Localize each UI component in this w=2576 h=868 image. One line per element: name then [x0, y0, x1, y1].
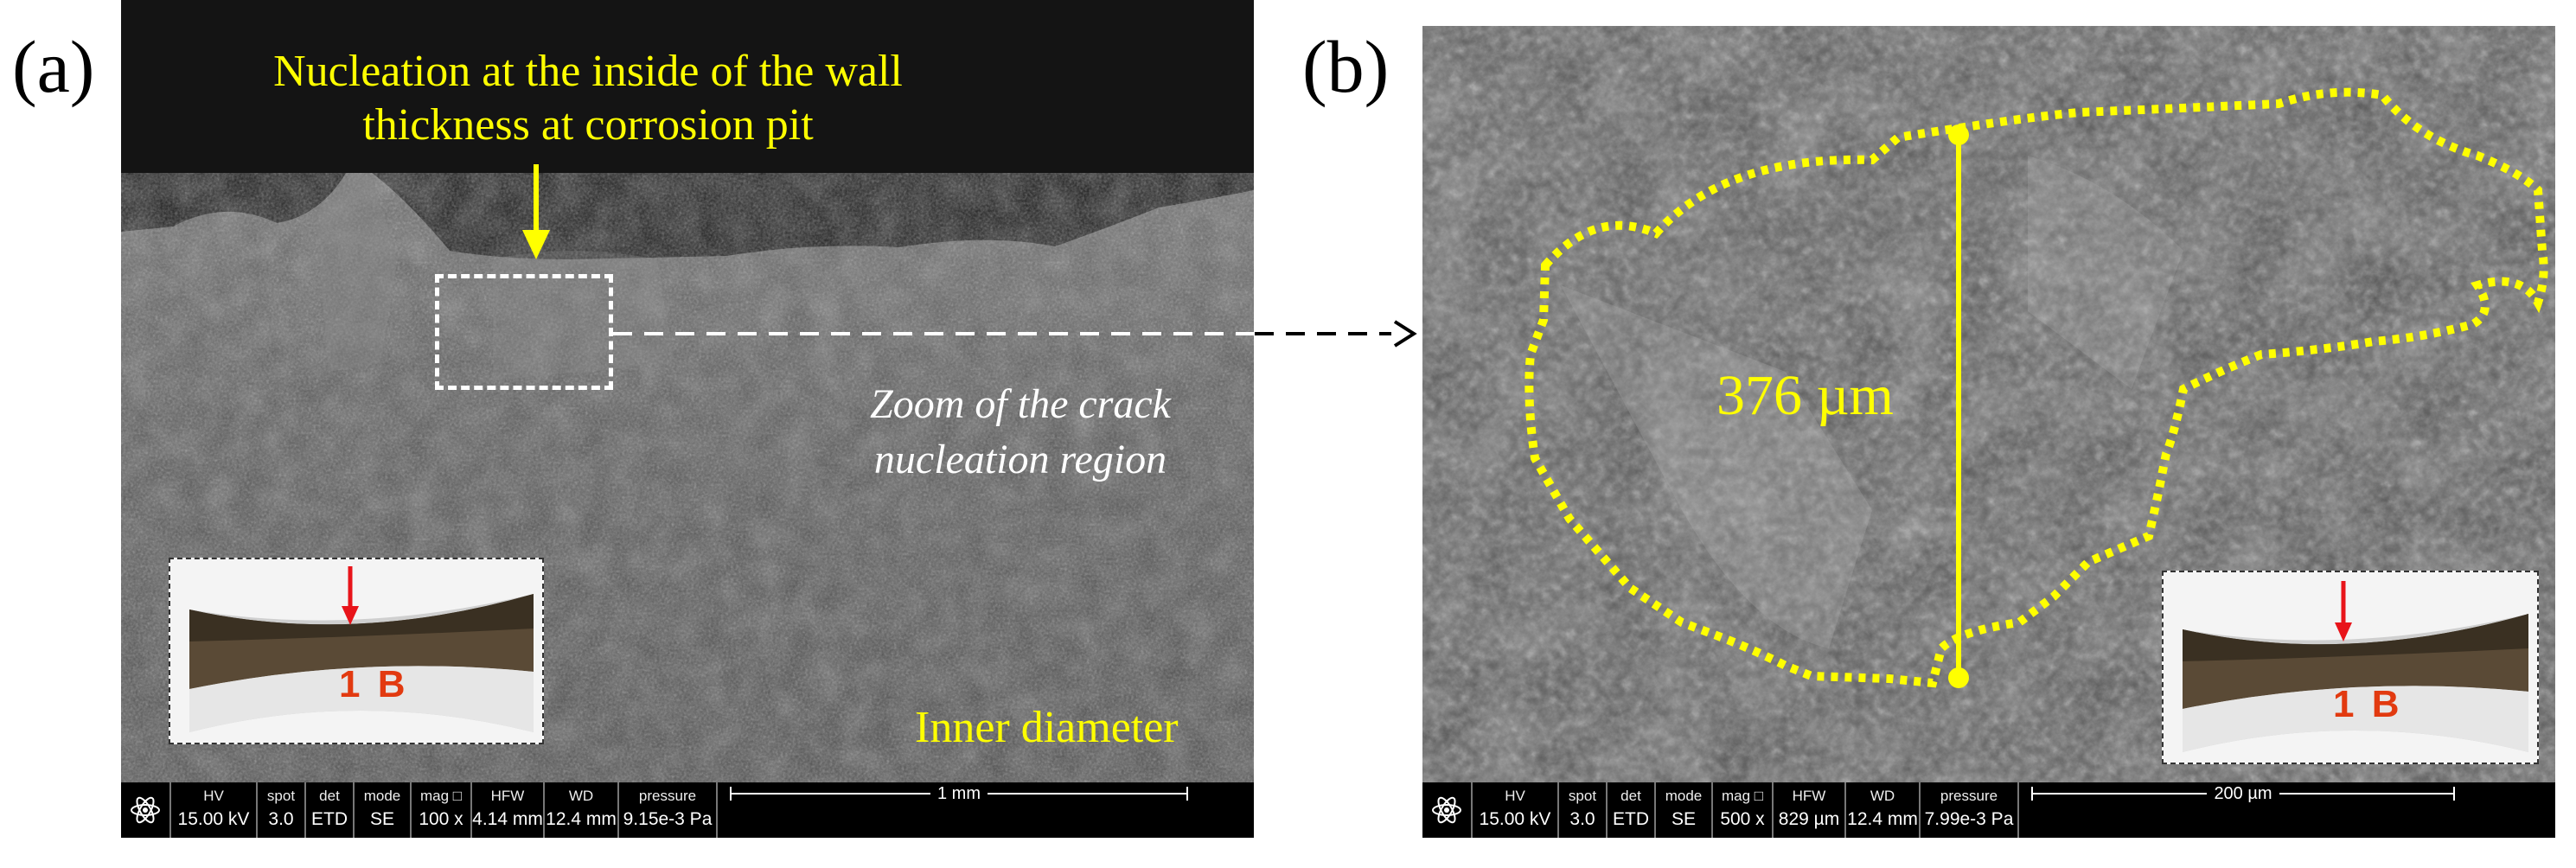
specimen-marking: 1 B — [339, 663, 409, 705]
mode-header: mode — [1665, 788, 1703, 804]
atom-icon — [1422, 782, 1471, 838]
det-cell: det ETD — [304, 782, 353, 838]
wd-header: WD — [1870, 788, 1895, 804]
wd-header: WD — [568, 788, 594, 804]
spot-value: 3.0 — [1569, 809, 1595, 829]
atom-icon — [121, 782, 169, 838]
mode-header: mode — [363, 788, 401, 804]
mag-cell: mag □ 500 x — [1711, 782, 1772, 838]
specimen-inset-photo-b: 1 B — [2162, 571, 2539, 764]
hv-header: HV — [1505, 788, 1525, 804]
hv-header: HV — [203, 788, 224, 804]
scale-label: 1 mm — [930, 784, 988, 803]
det-value: ETD — [1613, 809, 1649, 829]
spot-header: spot — [1568, 788, 1597, 804]
det-header: det — [319, 788, 340, 804]
nucleation-annotation-line2: thickness at corrosion pit — [362, 100, 814, 150]
hv-cell: HV 15.00 kV — [1471, 782, 1557, 838]
hfw-cell: HFW 4.14 mm — [470, 782, 543, 838]
pressure-header: pressure — [1940, 788, 1998, 804]
nucleation-annotation-line1: Nucleation at the inside of the wall — [273, 47, 903, 96]
measurement-line — [1948, 124, 1969, 688]
wd-cell: WD 12.4 mm — [543, 782, 617, 838]
mag-cell: mag □ 100 x — [410, 782, 470, 838]
pressure-value: 7.99e-3 Pa — [1924, 809, 2014, 829]
mode-value: SE — [1671, 809, 1696, 829]
zoom-caption: Zoom of the crack nucleation region — [804, 377, 1237, 488]
zoom-region-box — [435, 274, 613, 390]
mode-cell: mode SE — [1654, 782, 1711, 838]
hv-value: 15.00 kV — [177, 809, 250, 829]
spot-header: spot — [266, 788, 296, 804]
arrow-down-icon — [2335, 581, 2352, 641]
mag-header: mag □ — [1721, 788, 1764, 804]
det-value: ETD — [311, 809, 348, 829]
nucleation-annotation: Nucleation at the inside of the wall thi… — [259, 45, 917, 152]
wd-value: 12.4 mm — [1847, 809, 1918, 829]
hv-value: 15.00 kV — [1479, 809, 1551, 829]
sem-databar-b: HV 15.00 kV spot 3.0 det ETD mode SE mag… — [1422, 782, 2555, 838]
specimen-inset-photo-a: 1 B — [169, 558, 544, 744]
pressure-header: pressure — [638, 788, 697, 804]
hfw-header: HFW — [490, 788, 525, 804]
arrow-down-icon — [342, 566, 359, 625]
mag-value: 500 x — [1720, 809, 1765, 829]
sem-databar-a: HV 15.00 kV spot 3.0 det ETD mode SE mag… — [121, 782, 1254, 838]
arrow-down-icon — [522, 164, 550, 259]
scale-bar: 1 mm — [716, 782, 1200, 838]
panel-a-label: (a) — [12, 25, 95, 108]
mode-value: SE — [369, 809, 394, 829]
mag-header: mag □ — [419, 788, 463, 804]
mag-value: 100 x — [419, 809, 463, 829]
pressure-cell: pressure 7.99e-3 Pa — [1919, 782, 2017, 838]
inner-diameter-label: Inner diameter — [915, 703, 1179, 752]
hfw-header: HFW — [1792, 788, 1826, 804]
spot-value: 3.0 — [268, 809, 294, 829]
hfw-value: 4.14 mm — [472, 809, 543, 829]
hv-cell: HV 15.00 kV — [169, 782, 256, 838]
zoom-caption-line2: nucleation region — [873, 437, 1167, 482]
zoom-caption-line1: Zoom of the crack — [870, 381, 1171, 427]
measurement-label: 376 µm — [1716, 364, 1894, 427]
fracture-region-outline — [1525, 87, 2548, 688]
spot-cell: spot 3.0 — [256, 782, 304, 838]
panel-b-label: (b) — [1302, 25, 1390, 108]
dashed-arrow-right-icon — [613, 320, 1417, 348]
pressure-cell: pressure 9.15e-3 Pa — [617, 782, 716, 838]
pressure-value: 9.15e-3 Pa — [623, 809, 713, 829]
spot-cell: spot 3.0 — [1557, 782, 1606, 838]
mode-cell: mode SE — [353, 782, 410, 838]
hfw-cell: HFW 829 µm — [1772, 782, 1844, 838]
det-header: det — [1620, 788, 1641, 804]
specimen-marking: 1 B — [2333, 683, 2403, 725]
det-cell: det ETD — [1606, 782, 1654, 838]
wd-cell: WD 12.4 mm — [1844, 782, 1919, 838]
hfw-value: 829 µm — [1778, 809, 1840, 829]
wd-value: 12.4 mm — [546, 809, 617, 829]
scale-label: 200 µm — [2207, 784, 2279, 803]
scale-bar: 200 µm — [2017, 782, 2467, 838]
